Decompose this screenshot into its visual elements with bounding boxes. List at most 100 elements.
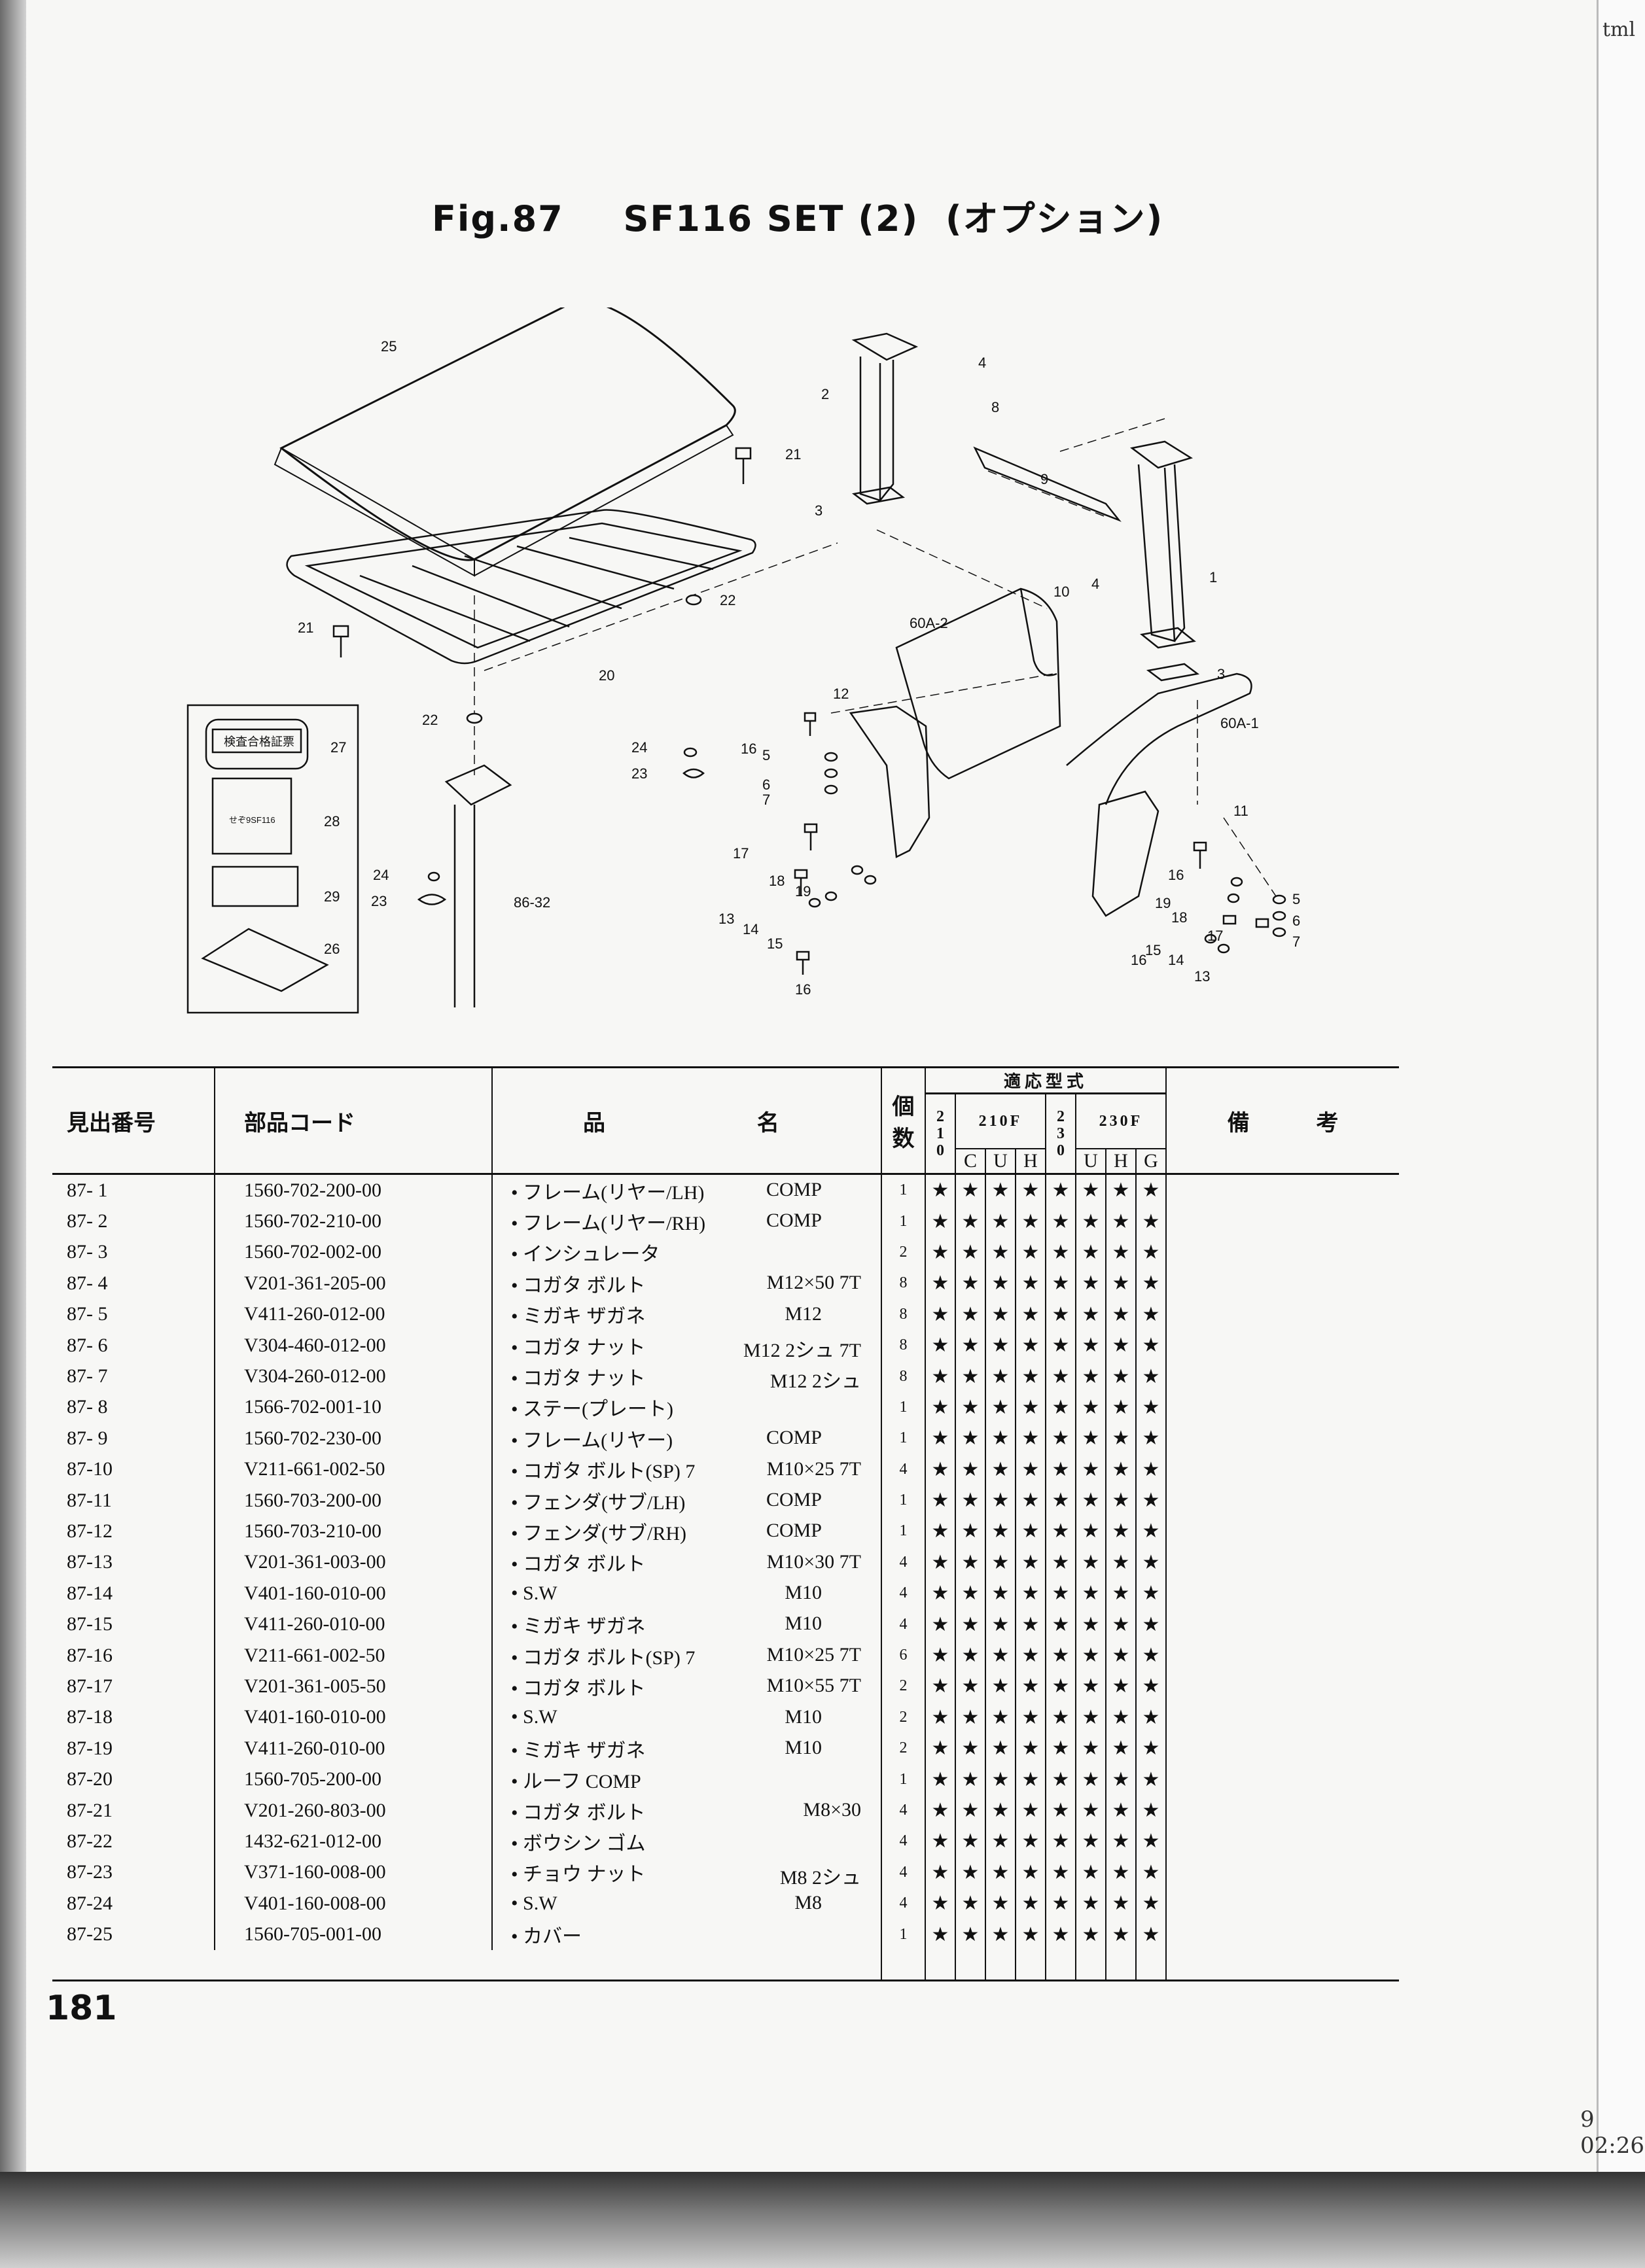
part-quantity: 1	[881, 1423, 926, 1454]
part-spec: COMP	[766, 1179, 822, 1200]
fender-drawing	[849, 587, 1252, 917]
part-code: V201-361-005-50	[215, 1671, 493, 1702]
scan-bottom-shadow	[0, 2172, 1645, 2268]
applicability-mark: ★	[955, 1206, 986, 1237]
part-quantity: 8	[881, 1268, 926, 1299]
applicability-mark: ★	[1046, 1826, 1076, 1857]
applicability-mark: ★	[985, 1857, 1016, 1888]
callout-17: 17	[1207, 928, 1223, 944]
part-remarks	[1166, 1919, 1399, 1949]
header-model-230F: 230F	[1076, 1093, 1167, 1149]
part-index-no: 87- 5	[52, 1299, 215, 1330]
applicability-mark: ★	[1016, 1764, 1046, 1795]
callout-14: 14	[1168, 952, 1184, 968]
applicability-mark: ★	[1016, 1733, 1046, 1764]
applicability-mark: ★	[1106, 1764, 1137, 1795]
part-index-no: 87-14	[52, 1578, 215, 1609]
part-code: V211-661-002-50	[215, 1639, 493, 1671]
applicability-mark: ★	[955, 1454, 986, 1485]
applicability-mark: ★	[955, 1484, 986, 1516]
header-quantity: 個 数	[881, 1067, 926, 1174]
applicability-mark: ★	[955, 1361, 986, 1392]
applicability-mark: ★	[925, 1826, 956, 1857]
applicability-mark: ★	[985, 1887, 1016, 1919]
part-quantity: 1	[881, 1484, 926, 1516]
part-remarks	[1166, 1206, 1399, 1236]
callout-16: 16	[741, 741, 756, 757]
applicability-mark: ★	[925, 1857, 956, 1888]
part-name: • チョウ ナット	[511, 1864, 646, 1886]
callout-15: 15	[767, 935, 783, 952]
callout-4: 4	[978, 355, 986, 371]
applicability-mark: ★	[1136, 1299, 1167, 1330]
figure-number: Fig.87	[432, 198, 564, 239]
callout-5: 5	[1292, 891, 1300, 907]
applicability-mark: ★	[1076, 1484, 1106, 1516]
callout-9: 9	[1040, 471, 1048, 487]
header-name-left: 品	[583, 1109, 605, 1136]
part-index-no: 87-12	[52, 1516, 215, 1547]
applicability-mark: ★	[1076, 1578, 1106, 1609]
callout-17: 17	[733, 845, 749, 862]
applicability-mark: ★	[925, 1299, 956, 1330]
applicability-mark: ★	[1076, 1454, 1106, 1485]
applicability-mark: ★	[955, 1423, 986, 1454]
instruction-card-label: せぞ9SF116	[229, 815, 275, 825]
applicability-mark: ★	[1016, 1857, 1046, 1888]
callout-5: 5	[762, 747, 770, 763]
applicability-mark: ★	[955, 1919, 986, 1950]
applicability-mark: ★	[1106, 1299, 1137, 1330]
part-remarks	[1166, 1423, 1399, 1454]
applicability-mark: ★	[1076, 1857, 1106, 1888]
applicability-mark: ★	[1046, 1764, 1076, 1795]
part-name: • フレーム(リヤー/LH)	[511, 1181, 705, 1204]
header-col-U: U	[985, 1149, 1016, 1174]
applicability-mark: ★	[1106, 1484, 1137, 1516]
applicability-mark: ★	[1076, 1609, 1106, 1640]
applicability-mark: ★	[1016, 1578, 1046, 1609]
part-quantity: 4	[881, 1887, 926, 1919]
applicability-mark: ★	[1076, 1423, 1106, 1454]
callout-23: 23	[371, 893, 387, 909]
part-quantity: 4	[881, 1857, 926, 1888]
part-spec: M8	[794, 1891, 822, 1913]
callout-3: 3	[815, 502, 822, 519]
part-spec: COMP	[766, 1488, 822, 1510]
part-quantity: 2	[881, 1671, 926, 1702]
part-quantity: 2	[881, 1733, 926, 1764]
inspection-certificate-label: 検査合格証票	[224, 735, 294, 748]
applicability-mark: ★	[925, 1206, 956, 1237]
applicability-mark: ★	[925, 1733, 956, 1764]
part-name: • コガタ ナット	[511, 1336, 646, 1359]
part-name: • ルーフ COMP	[511, 1771, 641, 1793]
header-model-230: 2 3 0	[1046, 1093, 1076, 1174]
callout-22: 22	[422, 712, 438, 728]
applicability-mark: ★	[1016, 1361, 1046, 1392]
part-code: V201-260-803-00	[215, 1794, 493, 1826]
part-remarks	[1166, 1547, 1399, 1578]
applicability-mark: ★	[1046, 1174, 1076, 1206]
part-index-no: 87-23	[52, 1857, 215, 1888]
applicability-mark: ★	[1076, 1361, 1106, 1392]
part-remarks	[1166, 1299, 1399, 1330]
figure-option-label: (オプション)	[946, 198, 1164, 239]
applicability-mark: ★	[955, 1764, 986, 1795]
part-remarks	[1166, 1671, 1399, 1701]
applicability-mark: ★	[1016, 1329, 1046, 1361]
header-remarks-left: 備	[1227, 1109, 1250, 1136]
applicability-mark: ★	[925, 1174, 956, 1206]
applicability-mark: ★	[955, 1826, 986, 1857]
applicability-mark: ★	[1016, 1671, 1046, 1702]
applicability-mark: ★	[1016, 1268, 1046, 1299]
callout-10: 10	[1053, 584, 1069, 600]
applicability-mark: ★	[1136, 1361, 1167, 1392]
part-index-no: 87- 2	[52, 1206, 215, 1237]
part-code: V304-260-012-00	[215, 1361, 493, 1392]
part-index-no: 87-13	[52, 1546, 215, 1579]
